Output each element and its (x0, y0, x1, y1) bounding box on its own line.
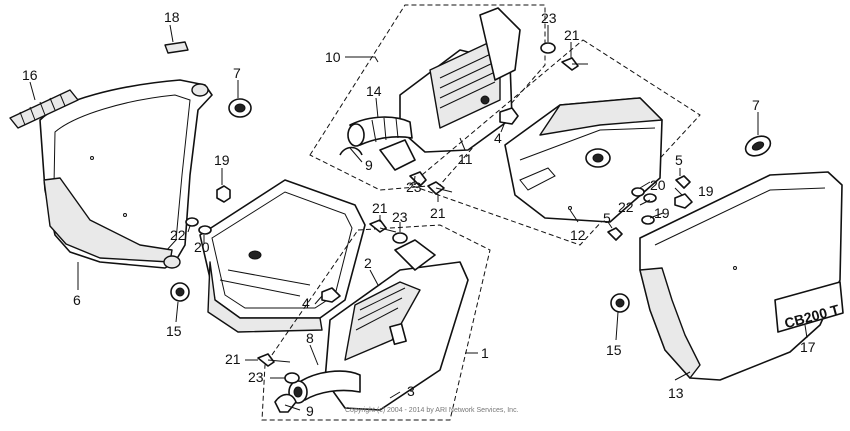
label-9-low: 9 (306, 403, 314, 419)
box-12-outline (409, 39, 701, 246)
label-18: 18 (164, 9, 180, 25)
label-23-mid: 23 (406, 179, 422, 195)
part-labels: 18 16 7 10 23 21 14 9 11 4 7 19 22 20 23… (22, 9, 816, 419)
label-4-top: 4 (494, 130, 502, 146)
label-6: 6 (73, 292, 81, 308)
hardware-lower (257, 219, 408, 384)
hardware-left (185, 185, 231, 235)
label-21-low: 21 (225, 351, 241, 367)
hardware-upper (499, 42, 588, 125)
leader-lines (29, 24, 808, 411)
decal-18 (164, 41, 189, 54)
label-9-top: 9 (365, 157, 373, 173)
box-1-outline (261, 224, 491, 421)
label-2: 2 (364, 255, 372, 271)
air-cleaner-case-right (504, 97, 663, 223)
collar-right (610, 293, 630, 313)
label-19-left: 19 (214, 152, 230, 168)
label-21-top: 21 (564, 27, 580, 43)
left-side-cover (39, 79, 213, 269)
label-21-mid-left: 21 (372, 200, 388, 216)
label-14: 14 (366, 83, 382, 99)
box-10-outline (309, 4, 546, 191)
grommet-left (228, 98, 252, 118)
label-22-right: 22 (618, 199, 634, 215)
label-5-top: 5 (675, 152, 683, 168)
emblem-left (9, 89, 79, 129)
label-15-left: 15 (166, 323, 182, 339)
label-20-right: 20 (650, 177, 666, 193)
label-21-mid-right: 21 (430, 205, 446, 221)
label-7-left: 7 (233, 65, 241, 81)
label-5-low: 5 (603, 210, 611, 226)
label-4-low: 4 (302, 295, 310, 311)
label-23-mid-left: 23 (392, 209, 408, 225)
label-19-right-low: 19 (654, 205, 670, 221)
air-cleaner-element-upper (339, 7, 521, 171)
air-cleaner-case-left (199, 179, 366, 333)
label-20-left: 20 (194, 239, 210, 255)
label-12: 12 (570, 227, 586, 243)
collar-left (170, 282, 190, 302)
label-19-right: 19 (698, 183, 714, 199)
label-10: 10 (325, 49, 341, 65)
label-13: 13 (668, 385, 684, 401)
label-23-low: 23 (248, 369, 264, 385)
label-22-left: 22 (170, 227, 186, 243)
label-8: 8 (306, 330, 314, 346)
copyright-notice: Copyright (c) 2004 - 2014 by ARI Network… (345, 407, 519, 414)
label-17: 17 (800, 339, 816, 355)
label-1: 1 (481, 345, 489, 361)
label-7-right: 7 (752, 97, 760, 113)
label-23-top: 23 (541, 10, 557, 26)
label-15-right: 15 (606, 342, 622, 358)
label-16: 16 (22, 67, 38, 83)
label-3: 3 (407, 383, 415, 399)
grommet-right (744, 135, 772, 157)
air-cleaner-element-lower (274, 239, 469, 413)
label-11: 11 (458, 151, 473, 167)
